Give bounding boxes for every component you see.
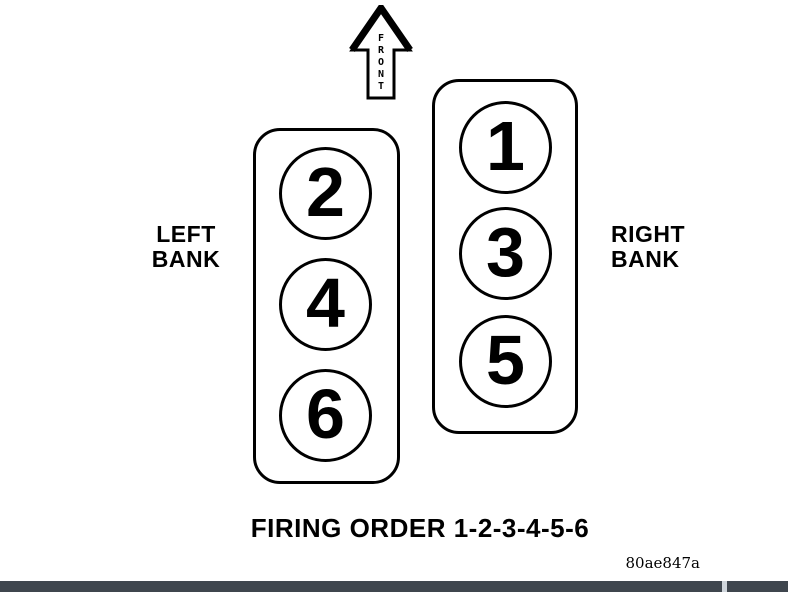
right-bank-label-line2: BANK (611, 246, 680, 272)
front-letter: T (377, 81, 385, 92)
cylinder-2-number: 2 (306, 152, 345, 231)
front-letter: N (377, 69, 385, 80)
cylinder-6: 6 (279, 369, 372, 462)
cylinder-2: 2 (279, 147, 372, 240)
scrollbar-thumb-tick[interactable] (722, 581, 727, 592)
cylinder-1-number: 1 (486, 106, 525, 185)
cylinder-3-number: 3 (486, 212, 525, 291)
front-direction-arrow: F R O N T (349, 5, 413, 101)
front-letter: R (377, 45, 385, 56)
front-letter: F (377, 33, 385, 44)
front-letter: O (377, 57, 385, 68)
cylinder-6-number: 6 (306, 374, 345, 453)
cylinder-5-number: 5 (486, 320, 525, 399)
right-bank-label: RIGHT BANK (611, 222, 711, 272)
up-arrow-icon (349, 5, 413, 100)
left-bank-label: LEFT BANK (140, 222, 232, 272)
figure-code: 80ae847a (625, 554, 700, 572)
cylinder-1: 1 (459, 101, 552, 194)
left-bank-label-line2: BANK (151, 246, 221, 272)
firing-order-caption: FIRING ORDER 1-2-3-4-5-6 (250, 513, 590, 543)
cylinder-3: 3 (459, 207, 552, 300)
bottom-scrollbar[interactable] (0, 581, 788, 592)
cylinder-5: 5 (459, 315, 552, 408)
right-bank-label-line1: RIGHT (611, 221, 686, 247)
left-bank-label-line1: LEFT (156, 221, 216, 247)
cylinder-4-number: 4 (306, 263, 345, 342)
front-arrow-label: F R O N T (349, 33, 413, 93)
cylinder-4: 4 (279, 258, 372, 351)
